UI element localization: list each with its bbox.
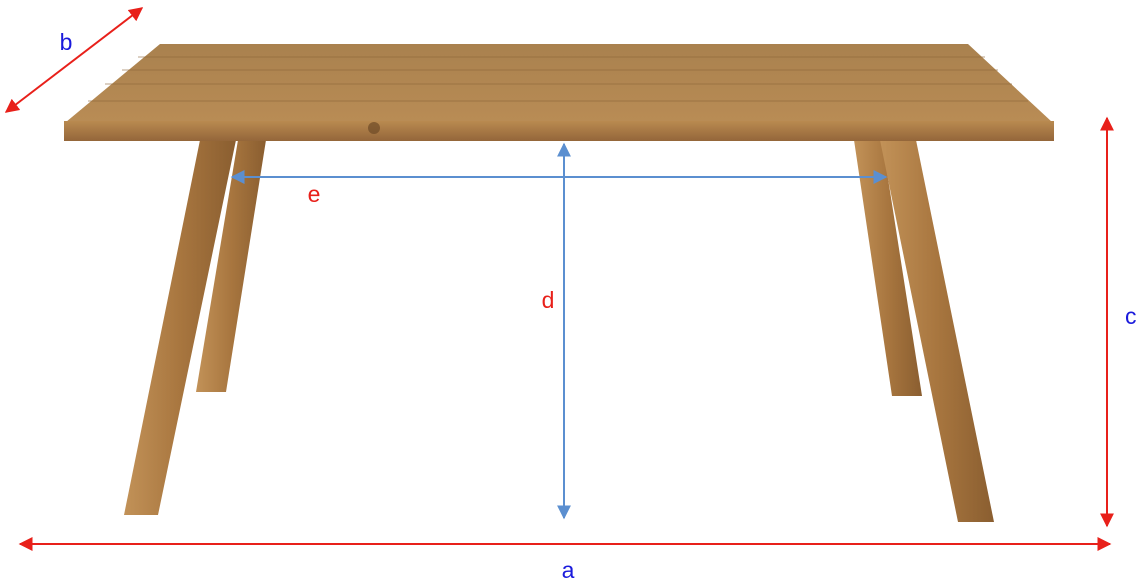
dimension-b: b	[4, 7, 144, 113]
front-left-leg	[124, 140, 236, 515]
dimension-a: a	[18, 537, 1112, 580]
table-icon	[64, 44, 1054, 522]
table-edge	[64, 121, 1054, 141]
back-right-leg	[854, 140, 922, 396]
label-d: d	[542, 287, 555, 313]
front-right-leg	[880, 140, 994, 522]
table-top	[66, 44, 1052, 122]
dimension-d: d	[542, 142, 571, 520]
arrow-b	[4, 7, 144, 113]
dimension-c: c	[1100, 116, 1136, 528]
label-a: a	[562, 557, 575, 580]
label-c: c	[1125, 303, 1136, 329]
label-b: b	[60, 29, 73, 55]
dimension-e: e	[230, 170, 888, 207]
back-left-leg	[196, 140, 266, 392]
label-e: e	[308, 181, 321, 207]
